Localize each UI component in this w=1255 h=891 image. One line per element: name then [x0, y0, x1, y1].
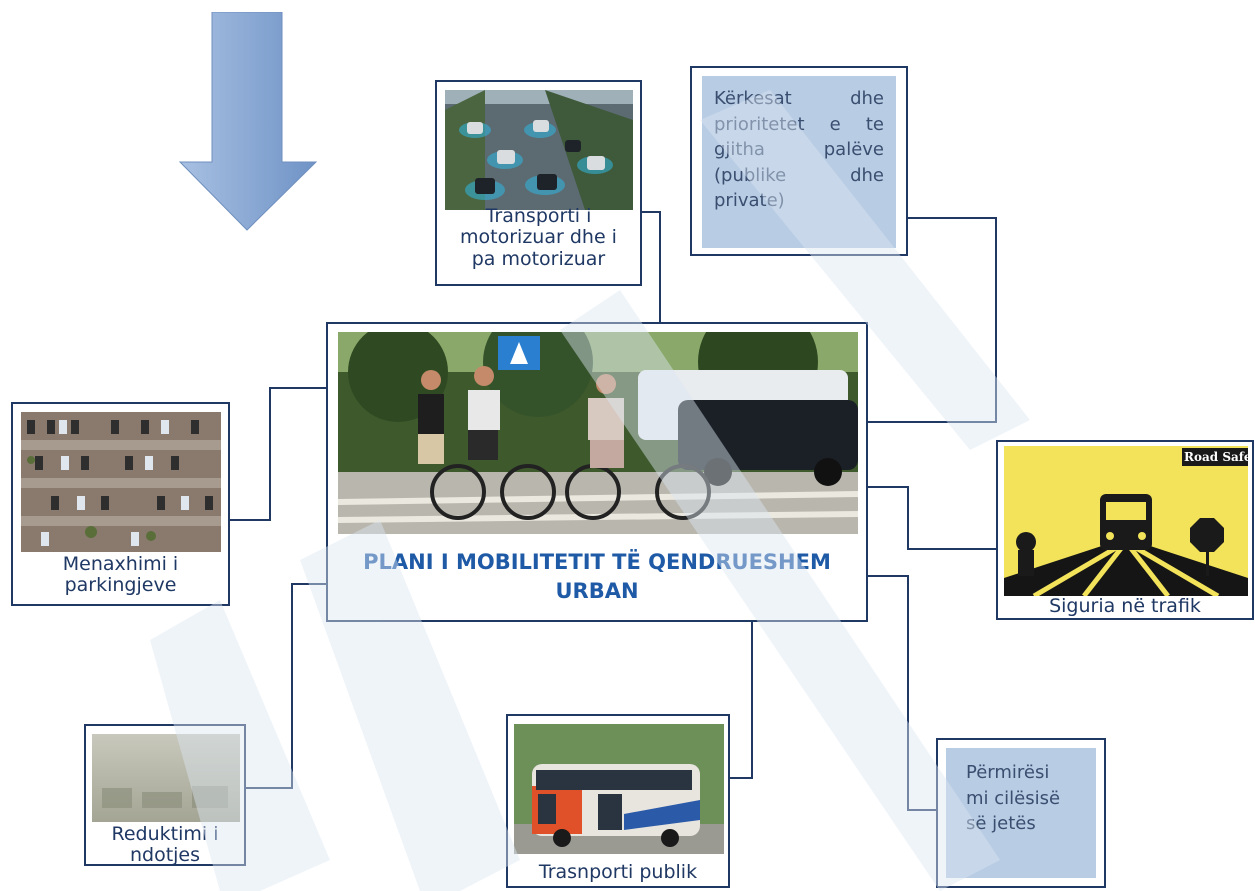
link-transport — [640, 211, 661, 322]
parking-label: Menaxhimi i parkingjeve — [62, 553, 179, 597]
down-arrow-icon — [178, 12, 318, 231]
transport-label: Transporti i motorizuar dhe i pa motoriz… — [460, 205, 617, 270]
center-title: PLANI I MOBILITETIT TË QENDRUESHEM URBAN — [363, 550, 831, 604]
link-quality — [868, 575, 936, 811]
pollution-node: Reduktimi i ndotjes — [84, 724, 246, 866]
safety-label: Siguria në trafik — [1049, 595, 1201, 617]
link-pollution — [244, 583, 326, 789]
parking-photo — [21, 412, 221, 552]
requirements-text: Kërkesat dhe prioritetet e te gjitha pal… — [702, 76, 896, 248]
road-safety-sign-text: Road Safe — [1184, 450, 1252, 464]
quality-text: Përmirësi mi cilësisë së jetës — [946, 748, 1096, 878]
cyclists-photo — [338, 332, 858, 534]
traffic-photo — [445, 90, 633, 210]
public-transport-label: Trasnporti publik — [538, 861, 698, 883]
requirements-node: Kërkesat dhe prioritetet e te gjitha pal… — [690, 66, 908, 256]
quality-node: Përmirësi mi cilësisë së jetës — [936, 738, 1106, 888]
transport-node: Transporti i motorizuar dhe i pa motoriz… — [435, 80, 642, 286]
center-node: PLANI I MOBILITETIT TË QENDRUESHEM URBAN — [326, 322, 868, 622]
pollution-label: Reduktimi i ndotjes — [111, 823, 219, 867]
public-transport-node: Trasnporti publik — [506, 714, 730, 888]
link-requirements — [868, 217, 997, 423]
link-parking — [230, 387, 326, 521]
link-public-transport — [730, 622, 753, 779]
bus-photo — [514, 724, 724, 854]
link-safety — [868, 486, 996, 550]
parking-node: Menaxhimi i parkingjeve — [11, 402, 230, 606]
safety-node: Road Safe Siguria në trafik — [996, 440, 1254, 620]
road-safety-illustration — [1004, 446, 1248, 596]
smog-photo — [92, 734, 240, 822]
